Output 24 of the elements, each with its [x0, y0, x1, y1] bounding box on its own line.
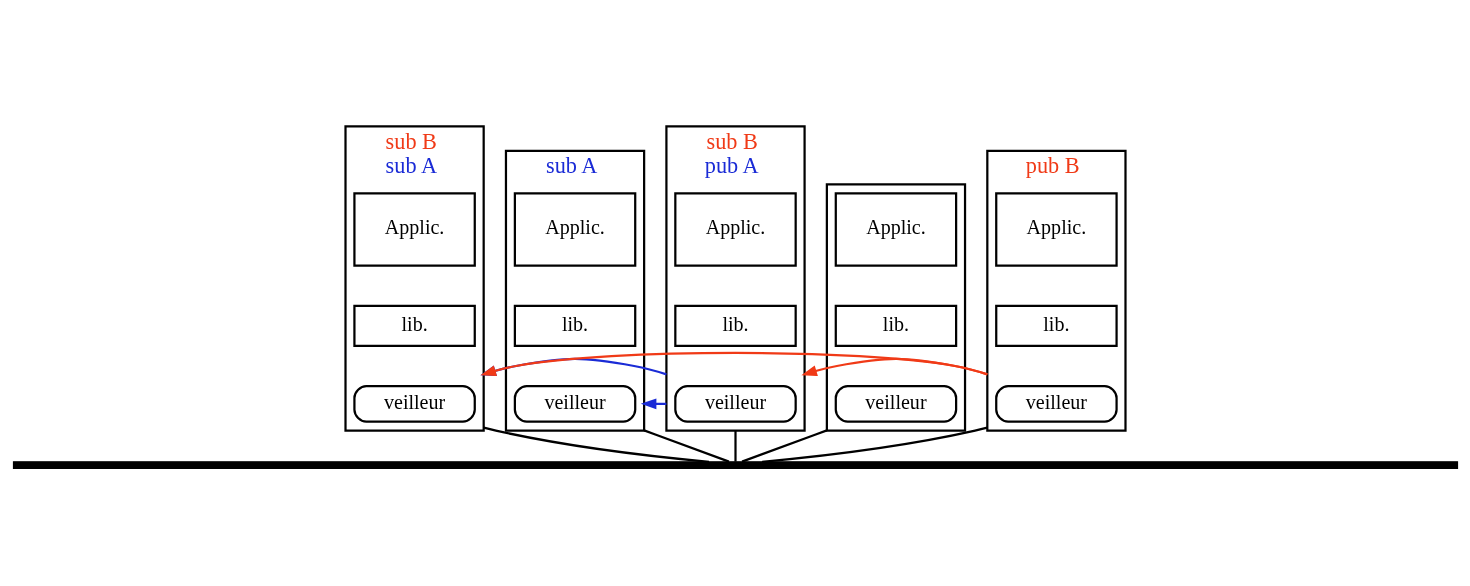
node-box: Applic. — [673, 192, 797, 267]
node-box: lib. — [834, 304, 957, 348]
connector — [761, 426, 988, 463]
node-box: veilleur — [352, 384, 476, 423]
node-bar — [12, 461, 1458, 470]
node-box: Applic. — [352, 192, 476, 267]
connector — [733, 430, 737, 462]
arrow — [640, 398, 666, 410]
node-box: lib. — [994, 304, 1118, 348]
cluster — [825, 183, 966, 432]
node-box: lib. — [352, 304, 476, 348]
node-box: veilleur — [834, 384, 957, 423]
node-box: Applic. — [834, 192, 957, 267]
connector — [741, 429, 827, 463]
node-box: veilleur — [673, 384, 797, 423]
connector — [643, 429, 729, 463]
node-box: Applic. — [994, 192, 1118, 267]
node-box: veilleur — [994, 384, 1118, 423]
connector — [482, 426, 709, 463]
node-box: Applic. — [513, 192, 636, 267]
node-box: veilleur — [513, 384, 636, 423]
node-box: lib. — [513, 304, 636, 348]
node-box: lib. — [673, 304, 797, 348]
arrow — [800, 357, 988, 376]
